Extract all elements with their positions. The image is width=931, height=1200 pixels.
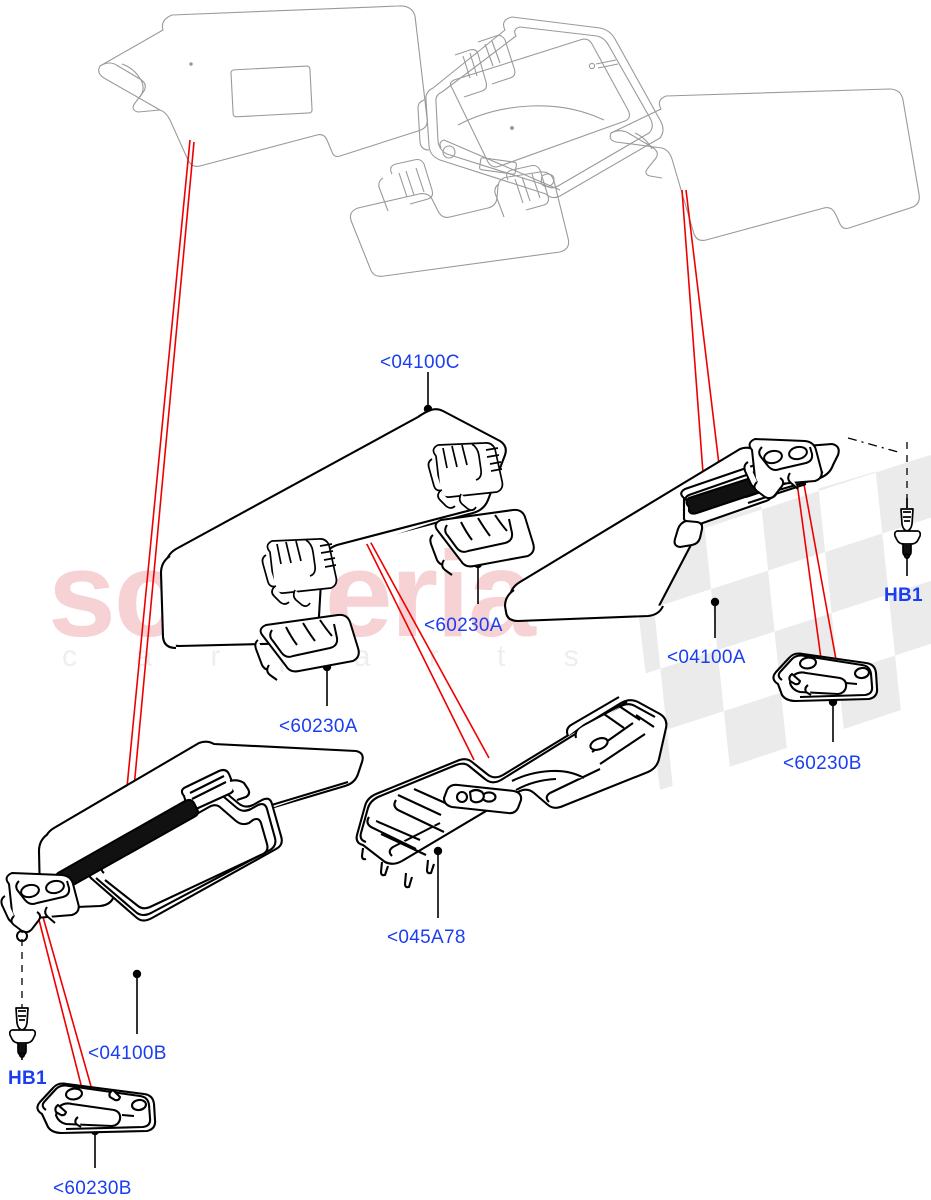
part-mounting-bracket-right[interactable]	[772, 652, 879, 703]
part-fixing-screw-left[interactable]	[8, 1007, 37, 1059]
ghost-rear-sun-visor	[349, 158, 570, 277]
part-fixing-screw-right[interactable]	[893, 498, 922, 560]
part-visor-clip-centre-lower[interactable]	[261, 538, 338, 607]
highlight-lines	[35, 139, 838, 1121]
part-visor-clip-centre-upper[interactable]	[427, 442, 504, 511]
label-04100C[interactable]: <04100C	[380, 352, 460, 373]
ghost-sun-visor-right	[609, 88, 920, 241]
label-60230A-center[interactable]: <60230A	[424, 615, 503, 636]
label-60230A-left[interactable]: <60230A	[279, 716, 358, 737]
part-visor-hinge-right[interactable]	[685, 438, 823, 515]
label-HB1-left[interactable]: HB1	[8, 1068, 47, 1089]
ghost-sun-visor-left	[98, 5, 428, 167]
part-mounting-bracket-left[interactable]	[36, 1082, 157, 1135]
label-04100B[interactable]: <04100B	[88, 1043, 167, 1064]
label-HB1-right[interactable]: HB1	[884, 585, 923, 606]
part-sun-visor-left[interactable]	[37, 740, 364, 922]
part-visor-mount-left[interactable]	[0, 872, 80, 942]
ghost-overhead-console	[417, 16, 664, 199]
label-045A78[interactable]: <045A78	[387, 927, 466, 948]
part-retaining-clip-centre[interactable]	[429, 508, 535, 576]
label-60230B-left[interactable]: <60230B	[53, 1178, 132, 1199]
label-60230B-right[interactable]: <60230B	[783, 753, 862, 774]
part-headliner-bracket[interactable]	[355, 696, 668, 889]
part-retaining-clip-left[interactable]	[254, 613, 360, 681]
label-04100A[interactable]: <04100A	[667, 647, 746, 668]
